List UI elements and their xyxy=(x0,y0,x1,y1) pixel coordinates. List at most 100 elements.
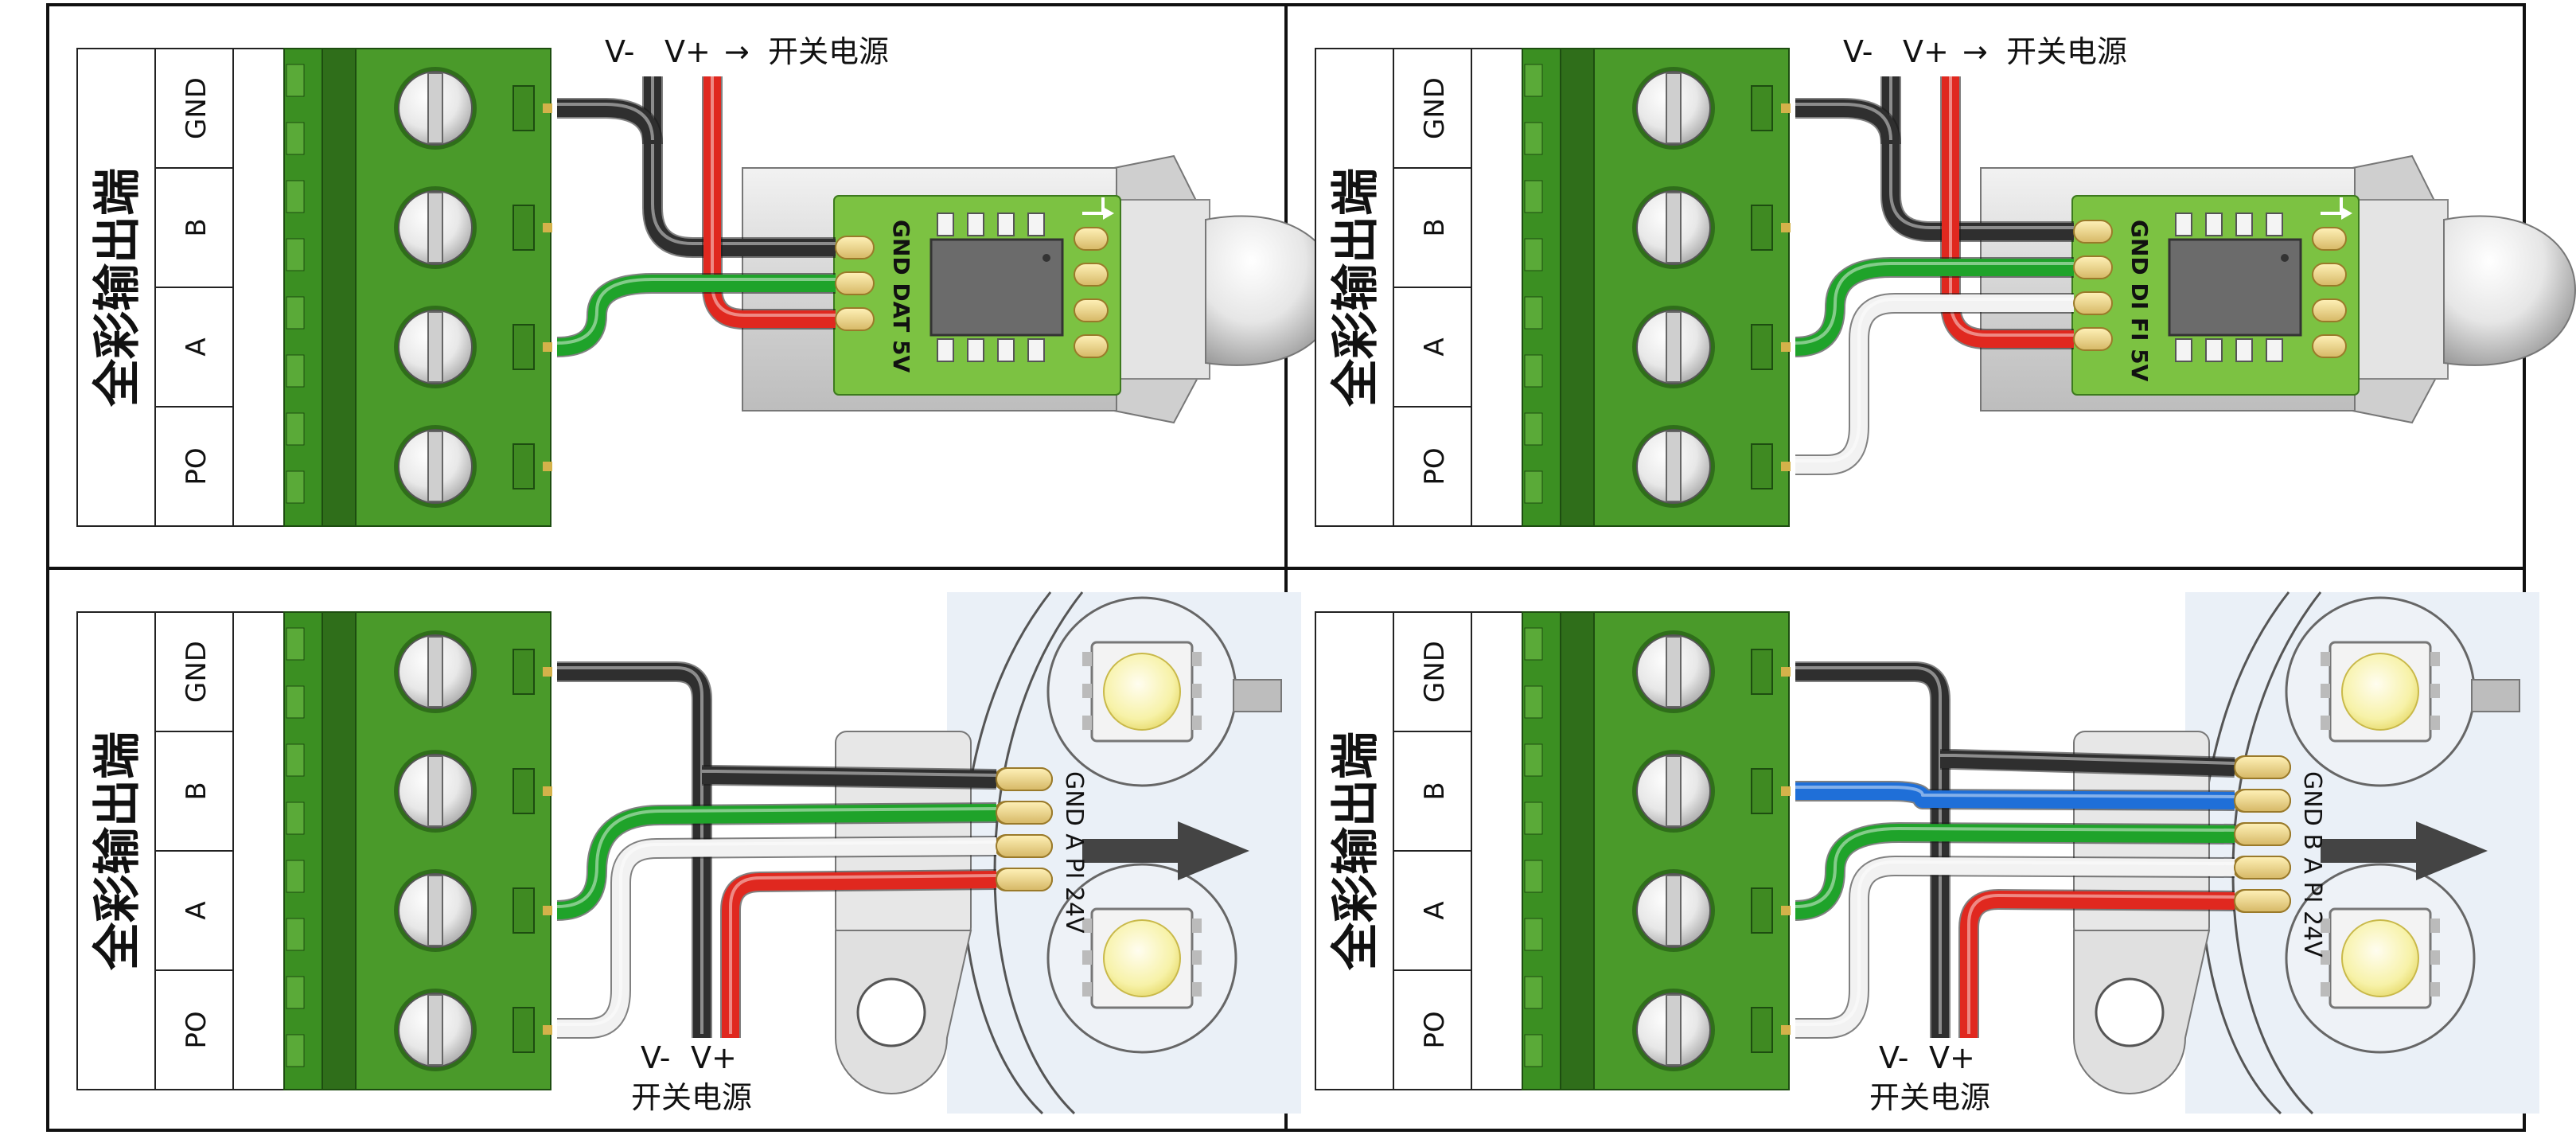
ic-leg-bottom xyxy=(967,338,984,362)
terminal-side-strip xyxy=(283,48,323,527)
terminal-label-a: A xyxy=(1419,901,1451,919)
led-emitter xyxy=(2341,919,2419,997)
screw-slot xyxy=(427,72,443,144)
wire-a-highlight xyxy=(1795,827,2235,908)
wire-a xyxy=(1795,824,2235,919)
wire-gnd-highlight xyxy=(557,666,703,1034)
wire-di xyxy=(1795,259,2074,356)
port-contact xyxy=(543,667,552,677)
led-lead xyxy=(1082,684,1092,698)
port-contact xyxy=(543,462,552,471)
port-contact xyxy=(1781,906,1791,915)
terminal-label-gnd: GND xyxy=(1419,641,1451,703)
screw-slot xyxy=(1666,72,1682,144)
pcb-pad-right xyxy=(1074,334,1109,358)
port-contact xyxy=(543,906,552,915)
terminal-label-b: B xyxy=(181,782,212,800)
terminal-wire-port xyxy=(1751,768,1773,814)
terminal-label-a: A xyxy=(181,337,212,356)
screw-slot xyxy=(1666,994,1682,1066)
strip-pin-labels: GND A PI 24V xyxy=(1060,771,1088,934)
strip-pin-tip xyxy=(996,767,1053,791)
pcb-pad-left xyxy=(2073,327,2113,351)
terminal-wire-port xyxy=(1751,85,1773,131)
ic-leg-bottom xyxy=(2235,338,2253,362)
terminal-label-b: B xyxy=(181,218,212,236)
terminal-dark-band xyxy=(322,611,357,1090)
terminal-ridge xyxy=(286,918,305,951)
terminal-dark-band xyxy=(1560,48,1595,527)
ic-chip xyxy=(2168,238,2302,337)
terminal-ridge xyxy=(1524,743,1543,777)
wire-di-highlight xyxy=(1795,262,2074,345)
screw-slot xyxy=(1666,192,1682,263)
wire-dat xyxy=(556,275,836,356)
terminal-wire-port xyxy=(512,205,535,251)
screw-slot xyxy=(427,994,443,1066)
wire-gnd-strip-highlight xyxy=(1940,754,2235,765)
screw-slot xyxy=(1666,311,1682,383)
strip-pin-tip xyxy=(2234,789,2291,813)
screw-slot xyxy=(1666,875,1682,946)
screw-slot xyxy=(1666,755,1682,827)
terminal-side-strip xyxy=(1522,48,1561,527)
wire-b-highlight xyxy=(1795,786,2235,798)
ic-leg-top xyxy=(2235,213,2253,236)
wire-pi xyxy=(1795,857,2235,1037)
led-lead xyxy=(2430,919,2440,933)
pcb-pin-labels: GND DI FI 5V xyxy=(2126,220,2153,382)
pcb-pin-labels: GND DAT 5V xyxy=(888,220,914,372)
label-v-minus: V- xyxy=(1843,34,1873,69)
label-v-minus: V- xyxy=(605,34,634,69)
led-lead xyxy=(1082,919,1092,933)
wire-gnd xyxy=(557,663,711,1038)
terminal-dark-band xyxy=(322,48,357,527)
terminal-ridge xyxy=(286,180,305,213)
strip-pin-labels: GND B A PI 24V xyxy=(2298,771,2326,958)
terminal-label-po: PO xyxy=(1419,447,1451,485)
led-lead xyxy=(1082,652,1092,666)
led-lead xyxy=(1082,950,1092,965)
terminal-wire-port xyxy=(512,443,535,489)
terminal-label-gnd: GND xyxy=(181,77,212,139)
pcb-pad-right xyxy=(1074,263,1109,287)
port-contact xyxy=(1781,1025,1791,1035)
port-contact xyxy=(543,223,552,232)
led-emitter xyxy=(1103,653,1181,731)
led-lead xyxy=(2321,919,2330,933)
terminal-ridge xyxy=(286,470,305,504)
terminal-label-po: PO xyxy=(181,1011,212,1048)
led-lead xyxy=(1192,716,1202,730)
terminal-ridge xyxy=(1524,918,1543,951)
direction-arrow-shaft xyxy=(2321,839,2424,863)
terminal-wire-port xyxy=(512,649,535,695)
terminal-side-strip xyxy=(283,611,323,1090)
label-v-plus: V+ xyxy=(691,1040,737,1075)
mount-hole xyxy=(2095,977,2165,1047)
terminal-ridge xyxy=(286,296,305,330)
led-lead xyxy=(2321,716,2330,730)
ic-leg-bottom xyxy=(2205,338,2223,362)
lens-dome xyxy=(2443,215,2576,366)
strip-pin-tip xyxy=(996,834,1053,858)
side-title: 全彩输出端 xyxy=(90,731,146,971)
ic-leg-top xyxy=(967,213,984,236)
pcb-pad-right xyxy=(1074,227,1109,251)
terminal-ridge xyxy=(286,64,305,97)
terminal-dark-band xyxy=(1560,611,1595,1090)
pcb-pad-left xyxy=(2073,255,2113,279)
wire-gnd xyxy=(644,76,836,256)
ic-leg-bottom xyxy=(997,338,1015,362)
wire-b xyxy=(1795,782,2235,809)
side-title: 全彩输出端 xyxy=(90,168,146,408)
ic-leg-top xyxy=(937,213,954,236)
ic-leg-bottom xyxy=(1027,338,1045,362)
ic-leg-top xyxy=(2266,213,2283,236)
led-lead xyxy=(1192,684,1202,698)
terminal-wire-port xyxy=(1751,1007,1773,1053)
led-lead xyxy=(1192,982,1202,997)
port-contact xyxy=(1781,103,1791,113)
terminal-wire-port xyxy=(1751,324,1773,370)
screw-slot xyxy=(427,875,443,946)
